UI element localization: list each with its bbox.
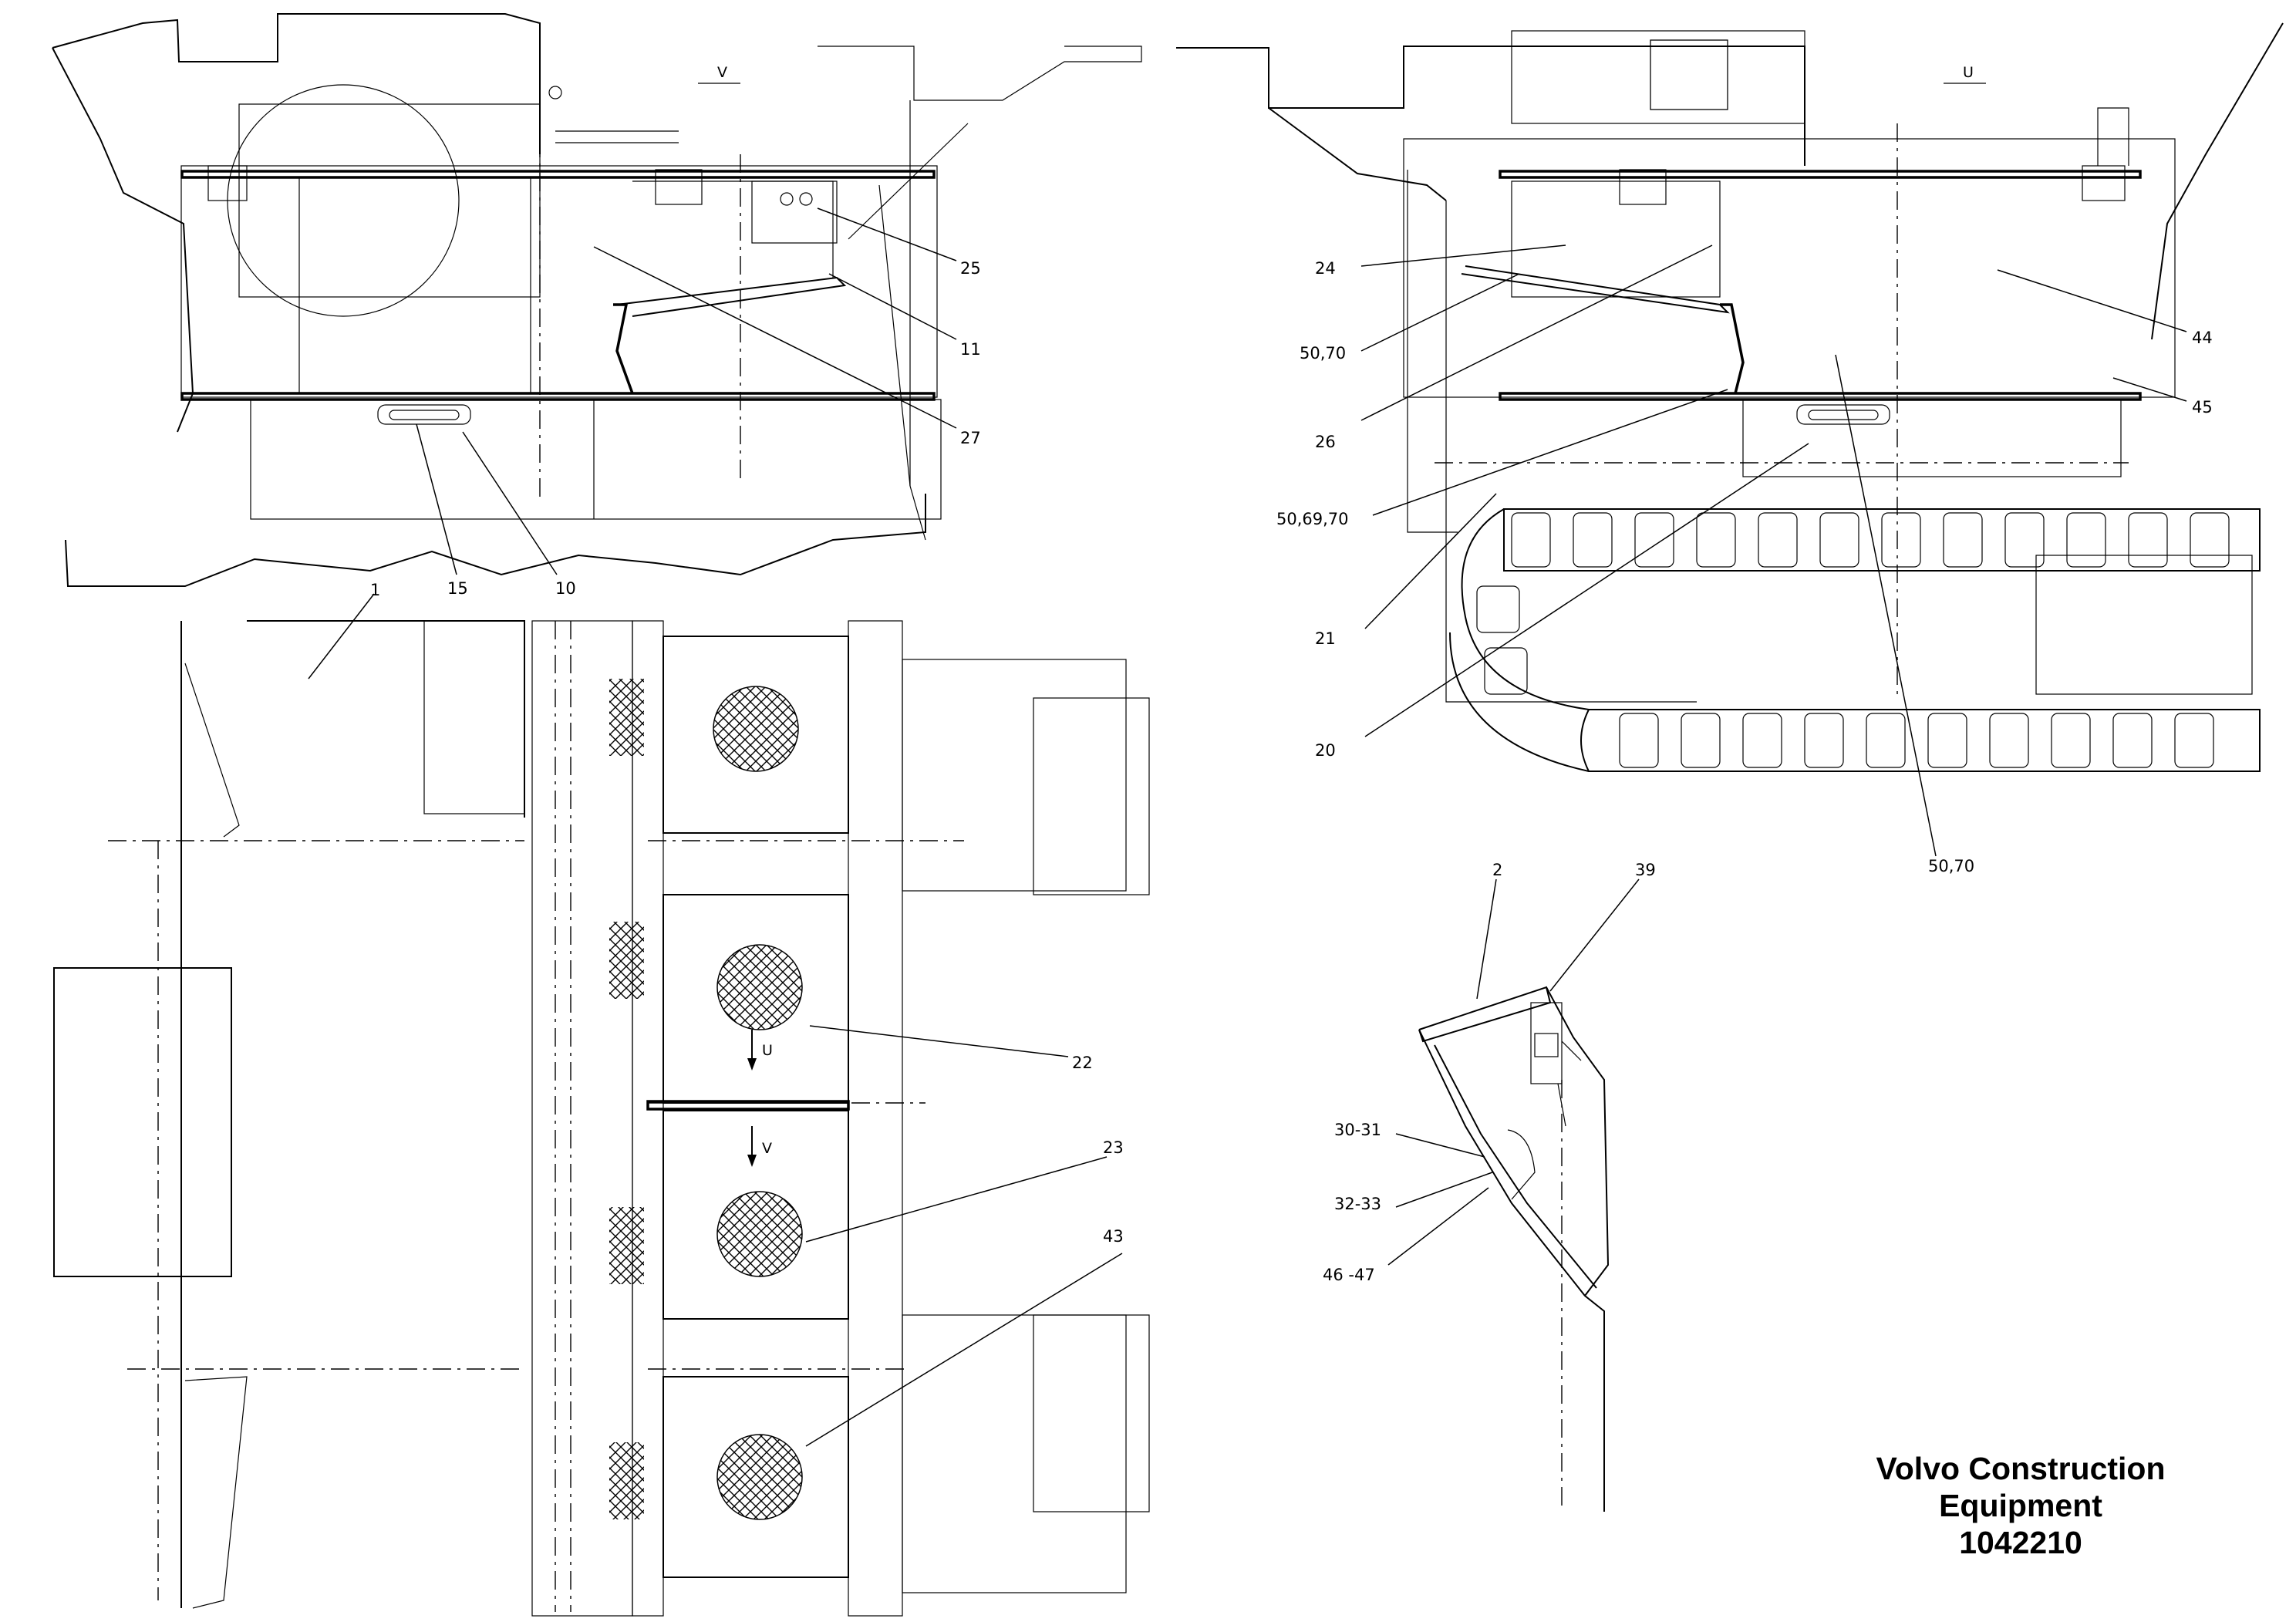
callout-10: 10 bbox=[555, 579, 576, 598]
track-chain bbox=[1449, 508, 2261, 772]
callout-25: 25 bbox=[960, 259, 981, 278]
callout-2: 2 bbox=[1492, 861, 1502, 879]
callout-26: 26 bbox=[1315, 433, 1336, 451]
vent-grille-4 bbox=[716, 1434, 803, 1520]
callout-50-70-a: 50,70 bbox=[1300, 344, 1346, 363]
view-u-section: U 24 50,70 26 50,69,70 21 20 44 45 50,70 bbox=[1176, 22, 2284, 875]
callout-50-69-70: 50,69,70 bbox=[1276, 510, 1349, 528]
title-line-2: Equipment bbox=[1939, 1488, 2102, 1523]
view-v-section: V 25 11 27 15 10 bbox=[52, 13, 1142, 598]
detail-section: 2 39 30-31 32-33 46 -47 bbox=[1323, 861, 1656, 1512]
callout-24: 24 bbox=[1315, 259, 1336, 278]
callout-39: 39 bbox=[1635, 861, 1656, 879]
callout-43: 43 bbox=[1103, 1227, 1124, 1246]
view-v-label: V bbox=[717, 64, 727, 81]
callout-20: 20 bbox=[1315, 741, 1336, 760]
title-line-1: Volvo Construction bbox=[1876, 1451, 2166, 1486]
callout-11: 11 bbox=[960, 340, 981, 359]
view-u-label: U bbox=[1963, 64, 1974, 81]
plan-view: U V 1 22 23 43 bbox=[53, 581, 1150, 1617]
drawing-number: 1042210 bbox=[1959, 1525, 2082, 1560]
callout-21: 21 bbox=[1315, 629, 1336, 648]
callout-46-47: 46 -47 bbox=[1323, 1266, 1375, 1284]
vent-grille-1 bbox=[713, 686, 799, 772]
callout-23: 23 bbox=[1103, 1138, 1124, 1157]
title-block: Volvo Construction Equipment 1042210 bbox=[1836, 1450, 2206, 1561]
callout-32-33: 32-33 bbox=[1334, 1195, 1381, 1213]
callout-30-31: 30-31 bbox=[1334, 1121, 1381, 1139]
callout-22: 22 bbox=[1072, 1054, 1093, 1072]
vent-grille-3 bbox=[716, 1191, 803, 1277]
callout-45: 45 bbox=[2192, 398, 2213, 416]
callout-27: 27 bbox=[960, 429, 981, 447]
callout-1: 1 bbox=[370, 581, 380, 599]
callout-44: 44 bbox=[2192, 329, 2213, 347]
vent-grille-2 bbox=[716, 944, 803, 1030]
plan-arrow-u: U bbox=[762, 1042, 773, 1059]
callout-15: 15 bbox=[447, 579, 468, 598]
plan-arrow-v: V bbox=[762, 1140, 772, 1157]
callout-50-70-b: 50,70 bbox=[1928, 857, 1974, 875]
